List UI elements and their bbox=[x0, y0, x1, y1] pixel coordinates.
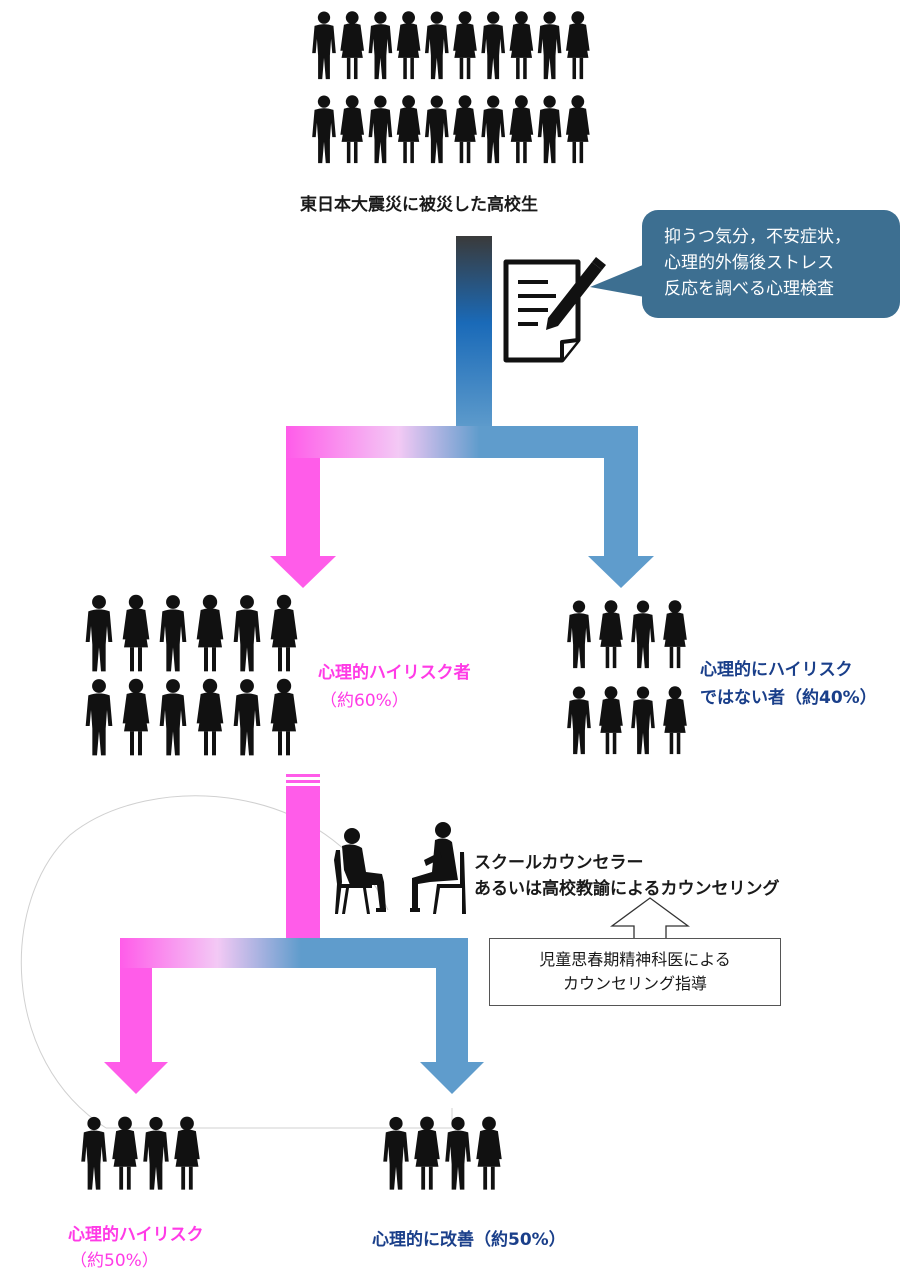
high-risk-percent: （約60%） bbox=[320, 691, 409, 711]
student-silhouette-icon bbox=[81, 1116, 107, 1190]
student-silhouette-icon bbox=[122, 594, 150, 672]
student-silhouette-icon bbox=[122, 678, 150, 756]
student-silhouette-icon bbox=[481, 95, 506, 164]
student-silhouette-icon bbox=[85, 679, 113, 756]
student-silhouette-icon bbox=[537, 11, 562, 80]
student-silhouette-icon bbox=[312, 95, 336, 164]
student-silhouette-icon bbox=[567, 600, 591, 669]
student-silhouette-icon bbox=[312, 11, 336, 80]
student-silhouette-icon bbox=[509, 11, 534, 80]
student-silhouette-icon bbox=[537, 95, 562, 164]
high-risk-label: 心理的ハイリスク者 bbox=[318, 663, 471, 683]
guidance-line-1: 児童思春期精神科医による bbox=[539, 950, 731, 969]
student-silhouette-icon bbox=[159, 595, 187, 672]
student-silhouette-icon bbox=[565, 95, 590, 164]
bubble-line-2: 心理的外傷後ストレス bbox=[664, 253, 834, 273]
arrow-to-outcome-high-risk bbox=[104, 968, 168, 1094]
outcome-improved-label: 心理的に改善（約50%） bbox=[372, 1230, 566, 1250]
student-silhouette-icon bbox=[196, 678, 224, 756]
seated-counselor-icon bbox=[334, 828, 386, 914]
trunk-arrow bbox=[456, 236, 492, 430]
student-silhouette-icon bbox=[567, 686, 591, 755]
student-silhouette-icon bbox=[270, 594, 298, 672]
student-silhouette-icon bbox=[85, 595, 113, 672]
seated-student-icon bbox=[410, 822, 466, 914]
bubble-line-1: 抑うつ気分，不安症状， bbox=[664, 227, 851, 247]
counseling-label-line2: あるいは高校教諭によるカウンセリング bbox=[474, 879, 780, 899]
counseling-label-line1: スクールカウンセラー bbox=[474, 853, 644, 873]
student-silhouette-icon bbox=[396, 95, 421, 164]
top-student-crowd bbox=[312, 11, 590, 164]
outline-up-arrow-icon bbox=[610, 897, 690, 940]
not-high-risk-label-line1: 心理的にハイリスク bbox=[700, 660, 853, 680]
lower-trunk bbox=[286, 774, 320, 940]
population-caption: 東日本大震災に被災した高校生 bbox=[300, 195, 538, 215]
student-silhouette-icon bbox=[631, 686, 655, 755]
psych-test-bubble: 抑うつ気分，不安症状， 心理的外傷後ストレス 反応を調べる心理検査 bbox=[642, 210, 900, 318]
student-silhouette-icon bbox=[233, 679, 261, 756]
student-silhouette-icon bbox=[663, 600, 687, 669]
psychiatrist-guidance-box: 児童思春期精神科医による カウンセリング指導 bbox=[489, 938, 781, 1006]
loop-base-line bbox=[106, 1108, 453, 1129]
student-silhouette-icon bbox=[453, 11, 477, 80]
student-silhouette-icon bbox=[396, 11, 421, 80]
student-silhouette-icon bbox=[663, 686, 687, 755]
arrow-to-outcome-improved bbox=[420, 968, 484, 1094]
student-silhouette-icon bbox=[368, 11, 393, 80]
outcome-high-risk-label: 心理的ハイリスク bbox=[68, 1225, 204, 1245]
not-high-risk-label-line2: ではない者（約40%） bbox=[700, 688, 877, 708]
student-silhouette-icon bbox=[159, 679, 187, 756]
student-silhouette-icon bbox=[631, 600, 655, 669]
student-silhouette-icon bbox=[270, 678, 298, 756]
student-silhouette-icon bbox=[424, 95, 449, 164]
arrow-to-not-high-risk bbox=[588, 458, 654, 588]
student-silhouette-icon bbox=[368, 95, 393, 164]
speech-bubble-tail bbox=[590, 262, 650, 298]
student-silhouette-icon bbox=[340, 95, 365, 164]
arrow-to-high-risk bbox=[270, 458, 336, 588]
bubble-line-3: 反応を調べる心理検査 bbox=[664, 279, 834, 299]
document-pencil-icon bbox=[503, 257, 606, 363]
student-silhouette-icon bbox=[509, 95, 534, 164]
high-risk-student-crowd bbox=[85, 594, 298, 756]
guidance-line-2: カウンセリング指導 bbox=[562, 974, 707, 993]
not-high-risk-student-crowd bbox=[567, 600, 687, 755]
student-silhouette-icon bbox=[481, 11, 506, 80]
student-silhouette-icon bbox=[599, 600, 623, 669]
lower-split-bar bbox=[120, 938, 468, 968]
student-silhouette-icon bbox=[599, 686, 623, 755]
student-silhouette-icon bbox=[565, 11, 590, 80]
student-silhouette-icon bbox=[476, 1116, 502, 1190]
student-silhouette-icon bbox=[196, 594, 224, 672]
student-silhouette-icon bbox=[340, 11, 365, 80]
upper-split-bar bbox=[286, 426, 638, 458]
student-silhouette-icon bbox=[233, 595, 261, 672]
outcome-high-risk-percent: （約50%） bbox=[70, 1251, 159, 1271]
student-silhouette-icon bbox=[424, 11, 449, 80]
student-silhouette-icon bbox=[453, 95, 477, 164]
